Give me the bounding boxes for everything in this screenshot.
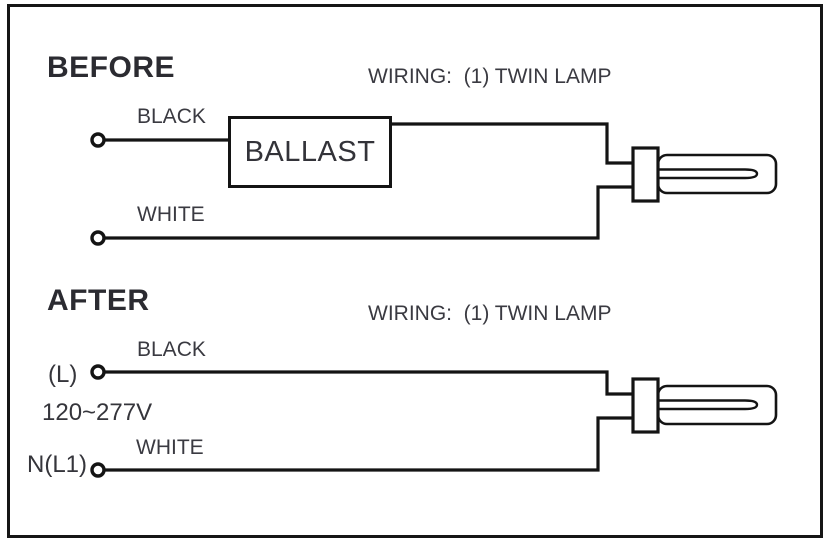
before-wiring (90, 122, 778, 246)
after-neutral-terminal-label: N(L1) (27, 451, 88, 478)
after-black-wire (105, 370, 633, 396)
before-wiring-caption: WIRING: (1) TWIN LAMP (368, 65, 612, 88)
after-voltage-label: 120~277V (42, 399, 153, 426)
wire-end-terminal-icon (90, 462, 106, 478)
lamp-tube-slot (658, 399, 759, 411)
ballast-box: BALLAST (228, 116, 392, 188)
after-white-wire-label: WHITE (136, 436, 204, 459)
before-white-wire-label: WHITE (137, 203, 205, 226)
lamp-socket (631, 146, 660, 203)
after-white-wire (105, 416, 633, 472)
wire-end-terminal-icon (90, 364, 106, 380)
before-white-wire (104, 185, 633, 240)
after-line-terminal-label: (L) (48, 361, 78, 388)
before-black-wire-label: BLACK (137, 105, 206, 128)
lamp-socket (631, 377, 660, 434)
twin-lamp-icon (631, 377, 778, 434)
twin-lamp-icon (631, 146, 778, 203)
lamp-tube-slot (658, 168, 759, 180)
before-title: BEFORE (47, 51, 176, 84)
wire-end-terminal-icon (90, 132, 106, 148)
after-black-wire-label: BLACK (137, 338, 206, 361)
after-wiring-caption: WIRING: (1) TWIN LAMP (368, 302, 612, 325)
ballast-label: BALLAST (244, 135, 376, 168)
before-ballast-to-lamp-wire (389, 122, 633, 165)
wire-end-terminal-icon (90, 230, 106, 246)
diagram-border (7, 4, 823, 538)
after-wiring (90, 364, 778, 478)
after-title: AFTER (47, 284, 150, 317)
